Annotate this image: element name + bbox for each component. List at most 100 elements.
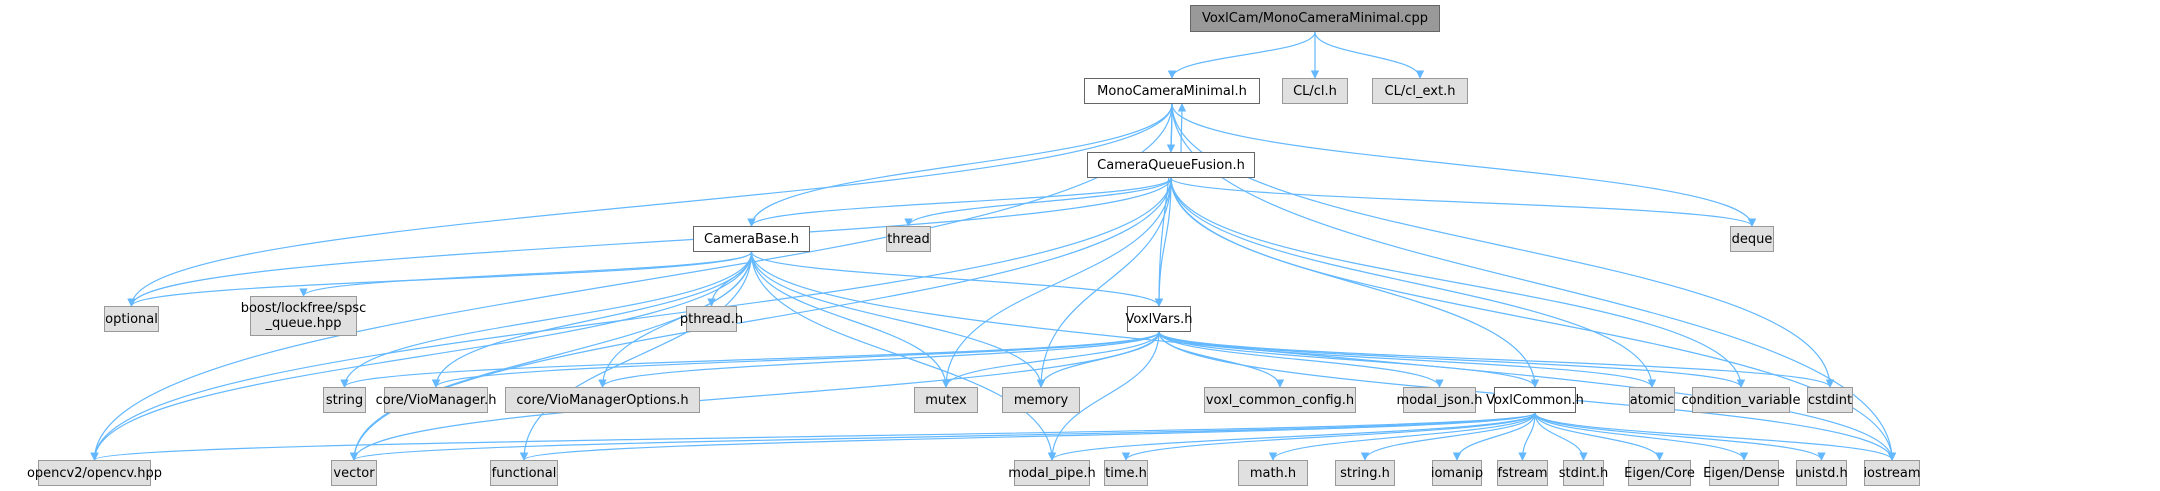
edge-vc-to-unistd — [1534, 412, 1826, 461]
edge-vv-to-vc — [1158, 331, 1540, 388]
edge-vv-to-atomic — [1158, 331, 1657, 388]
edge-mcm-to-cb — [747, 103, 1173, 227]
edge-cqf-to-memory — [1036, 177, 1172, 388]
node-memory: memory — [1002, 387, 1080, 413]
node-time-h: time.h — [1104, 460, 1148, 486]
node-label: functional — [491, 465, 557, 481]
edge-cb-to-vv — [750, 251, 1164, 307]
edge-vc-to-mpipe — [1047, 412, 1536, 461]
node-label: opencv2/opencv.hpp — [26, 465, 163, 481]
edge-vc-to-mathh — [1268, 412, 1536, 461]
node-camerabase-h[interactable]: CameraBase.h — [693, 226, 810, 252]
edge-vv-to-vector — [349, 331, 1160, 461]
node-label: unistd.h — [1795, 465, 1848, 481]
edge-vc-to-eigencore — [1534, 412, 1664, 461]
node-root-file: VoxlCam/MonoCameraMinimal.cpp — [1190, 5, 1440, 32]
edge-cb-to-mutex — [750, 251, 951, 388]
edge-vv-to-viomgr — [432, 331, 1160, 388]
edge-vc-to-vector — [350, 412, 1536, 461]
node-thread: thread — [886, 226, 931, 252]
edge-cqf-to-mcm — [1177, 103, 1187, 153]
node-voxl-common-config-h: voxl_common_config.h — [1204, 387, 1356, 413]
node-pthread-h: pthread.h — [680, 306, 743, 332]
edge-vc-to-timeh — [1121, 412, 1536, 461]
node-voxlvars-h[interactable]: VoxlVars.h — [1125, 306, 1193, 332]
node-core-viomanager-h: core/VioManager.h — [376, 387, 496, 413]
node-label: mutex — [925, 392, 967, 408]
node-mutex: mutex — [914, 387, 978, 413]
edge-vv-to-condvar — [1158, 331, 1746, 388]
node-label: fstream — [1497, 465, 1548, 481]
edge-root-to-clext — [1314, 31, 1425, 79]
node-vector: vector — [331, 460, 377, 486]
node-label: CL/cl.h — [1293, 83, 1337, 99]
node-cameraqueuefusion-h[interactable]: CameraQueueFusion.h — [1087, 152, 1255, 178]
node-label: boost/lockfree/spsc _queue.hpp — [240, 301, 367, 331]
node-monocameraminimal-h[interactable]: MonoCameraMinimal.h — [1084, 78, 1260, 104]
node-label: VoxlCommon.h — [1486, 392, 1584, 408]
node-label: deque — [1731, 231, 1773, 247]
node-label: atomic — [1629, 392, 1675, 408]
node-label: Eigen/Dense — [1703, 465, 1785, 481]
edge-vc-to-opencv — [90, 412, 1536, 461]
node-string-h: string.h — [1335, 460, 1395, 486]
node-optional: optional — [104, 306, 159, 332]
node-unistd-h: unistd.h — [1795, 460, 1848, 486]
node-label: math.h — [1249, 465, 1297, 481]
node-label: cstdint — [1807, 392, 1853, 408]
node-functional: functional — [490, 460, 558, 486]
node-condition-variable: condition_variable — [1681, 387, 1801, 413]
node-label: Eigen/Core — [1624, 465, 1695, 481]
node-math-h: math.h — [1238, 460, 1308, 486]
node-string: string — [323, 387, 366, 413]
edge-cqf-to-deque — [1170, 177, 1757, 227]
node-label: pthread.h — [679, 311, 744, 327]
edge-cqf-to-vv — [1154, 177, 1172, 307]
node-label: VoxlCam/MonoCameraMinimal.cpp — [1202, 11, 1428, 26]
node-label: modal_json.h — [1396, 392, 1483, 408]
edge-mcm-to-deque — [1171, 103, 1757, 227]
node-label: CameraQueueFusion.h — [1097, 157, 1245, 173]
node-label: voxl_common_config.h — [1205, 392, 1355, 408]
edge-cqf-to-cb — [747, 177, 1172, 227]
node-cstdint: cstdint — [1807, 387, 1853, 413]
node-label: VoxlVars.h — [1125, 311, 1193, 327]
edge-vc-to-stringh — [1360, 412, 1536, 461]
node-label: string.h — [1340, 465, 1390, 481]
edge-vc-to-iostream — [1534, 412, 1897, 461]
node-label: iomanip — [1430, 465, 1484, 481]
node-label: string — [325, 392, 364, 408]
node-label: optional — [105, 311, 158, 327]
node-label: thread — [887, 231, 930, 247]
edge-cb-to-boost — [299, 251, 753, 297]
node-eigen-dense: Eigen/Dense — [1703, 460, 1785, 486]
edge-vv-to-mjson — [1158, 331, 1444, 388]
node-label: stdint.h — [1558, 465, 1609, 481]
edge-root-to-mcm — [1167, 31, 1316, 79]
node-label: core/VioManagerOptions.h — [516, 392, 689, 408]
node-stdint-h: stdint.h — [1559, 460, 1608, 486]
edge-vc-to-fstream — [1518, 412, 1536, 461]
node-core-viomanageroptions-h: core/VioManagerOptions.h — [505, 387, 700, 413]
node-opencv2-opencv-hpp: opencv2/opencv.hpp — [27, 460, 162, 486]
edge-vv-to-cstdint — [1158, 331, 1835, 388]
node-label: CameraBase.h — [703, 231, 800, 247]
node-voxlcommon-h[interactable]: VoxlCommon.h — [1486, 387, 1584, 413]
node-label: MonoCameraMinimal.h — [1097, 83, 1247, 99]
node-fstream: fstream — [1497, 460, 1548, 486]
edge-cqf-to-vector — [349, 177, 1172, 461]
node-iomanip: iomanip — [1430, 460, 1484, 486]
edge-cb-to-viomgr — [431, 251, 753, 388]
edge-vv-to-mpipe — [1047, 331, 1160, 461]
node-label: iostream — [1863, 465, 1921, 481]
edge-cb-to-mpipe — [750, 251, 1057, 461]
node-deque: deque — [1730, 226, 1774, 252]
node-label: vector — [333, 465, 375, 481]
node-label: modal_pipe.h — [1008, 465, 1096, 481]
edge-cqf-to-condvar — [1170, 177, 1746, 388]
node-label: CL/cl_ext.h — [1384, 83, 1456, 99]
edge-cb-to-string — [340, 251, 753, 388]
edge-cqf-to-mutex — [941, 177, 1172, 388]
